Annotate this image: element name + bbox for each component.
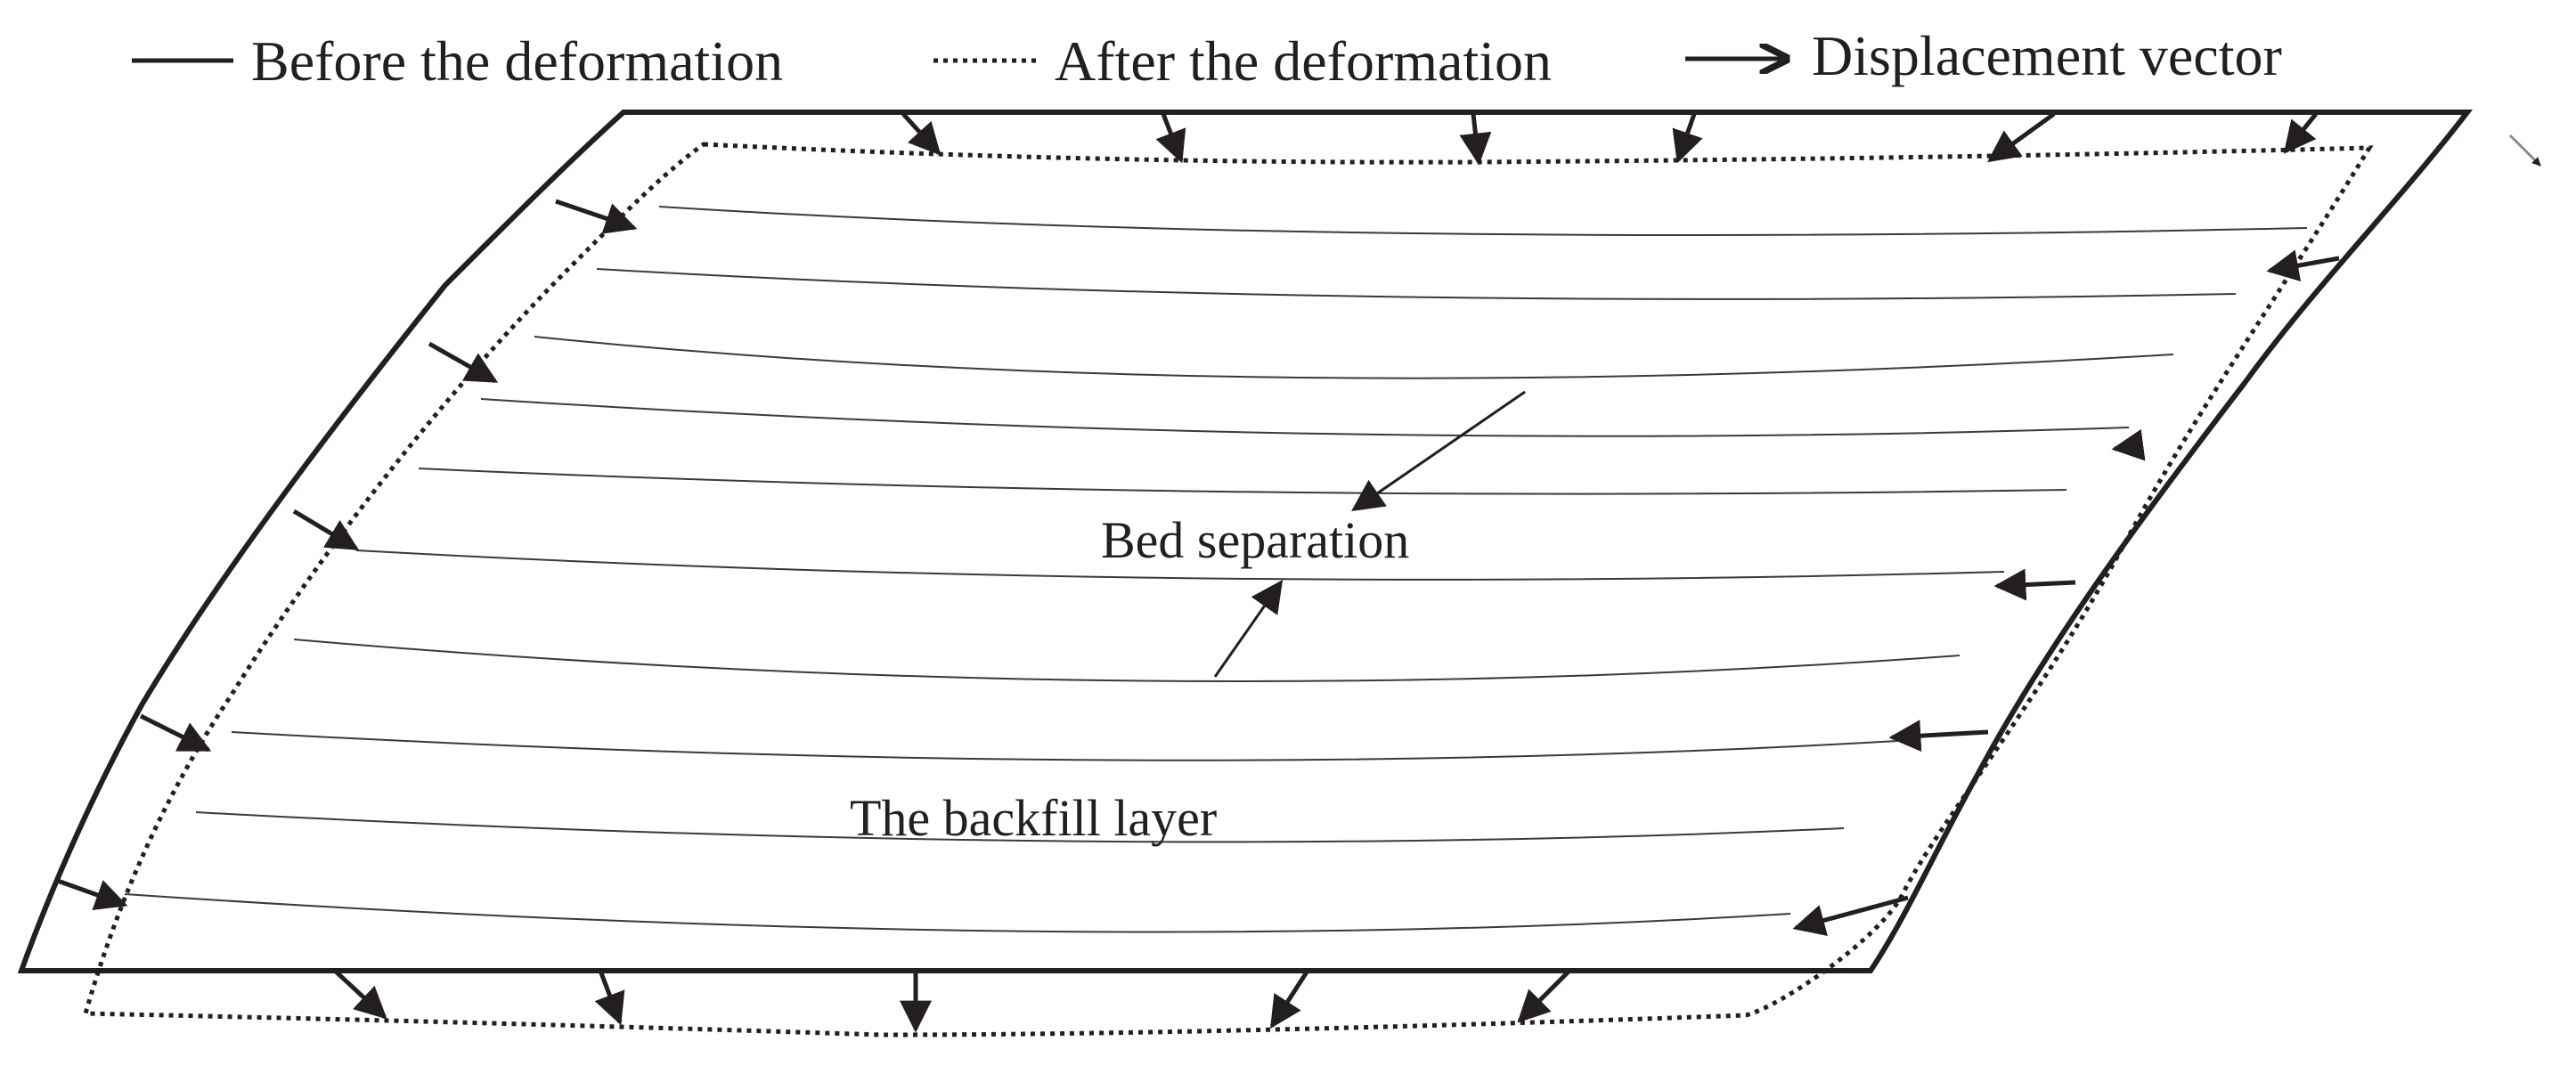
displacement-arrow [1459, 113, 1492, 166]
displacement-arrow [1155, 113, 1186, 164]
after-deformation-outline [82, 142, 2374, 1038]
displacement-arrow [1993, 568, 2076, 601]
displacement-arrow [1888, 720, 1989, 753]
legend-after-label: After the deformation [1055, 29, 1552, 93]
displacement-vectors [54, 111, 2340, 1033]
pointer-arrow [1213, 580, 1284, 678]
displacement-arrow [555, 199, 638, 234]
pointer-arrow [1351, 390, 1526, 512]
stratum-line [534, 336, 2174, 379]
strata-lines [124, 206, 2308, 933]
displacement-arrow [2266, 249, 2340, 281]
displacement-arrow [1792, 895, 1909, 936]
backfill-layer-label: The backfill layer [850, 789, 1217, 847]
bed-separation-pointers [1213, 390, 1526, 678]
displacement-arrow [54, 877, 128, 910]
stratum-line [418, 468, 2067, 495]
displacement-arrow [1987, 111, 2056, 163]
stratum-line [480, 398, 2130, 437]
displacement-arrow [901, 112, 942, 156]
stratum-line [195, 811, 1845, 843]
displacement-arrow [1269, 969, 1310, 1029]
displacement-arrow [1672, 113, 1703, 164]
displacement-arrow [139, 713, 212, 753]
displacement-arrow [2111, 428, 2146, 461]
legend: Before the deformation After the deforma… [132, 24, 2282, 93]
stratum-line [293, 639, 1961, 683]
displacement-arrow [1517, 969, 1571, 1023]
bed-separation-label: Bed separation [1101, 511, 1409, 569]
before-deformation-outline [17, 110, 2474, 973]
displacement-arrow [333, 969, 387, 1020]
displacement-arrow [2283, 112, 2318, 154]
stratum-line [658, 206, 2308, 236]
stratum-line [596, 268, 2237, 300]
stratum-line [231, 731, 1898, 761]
legend-before-label: Before the deformation [251, 29, 783, 93]
displacement-arrow [594, 970, 625, 1026]
displacement-arrow [428, 341, 499, 384]
displacement-arrow [292, 509, 360, 551]
stratum-line [124, 893, 1791, 933]
corner-arrow-icon [2508, 134, 2542, 167]
stratum-line [355, 549, 2005, 581]
legend-vector-label: Displacement vector [1812, 24, 2282, 87]
